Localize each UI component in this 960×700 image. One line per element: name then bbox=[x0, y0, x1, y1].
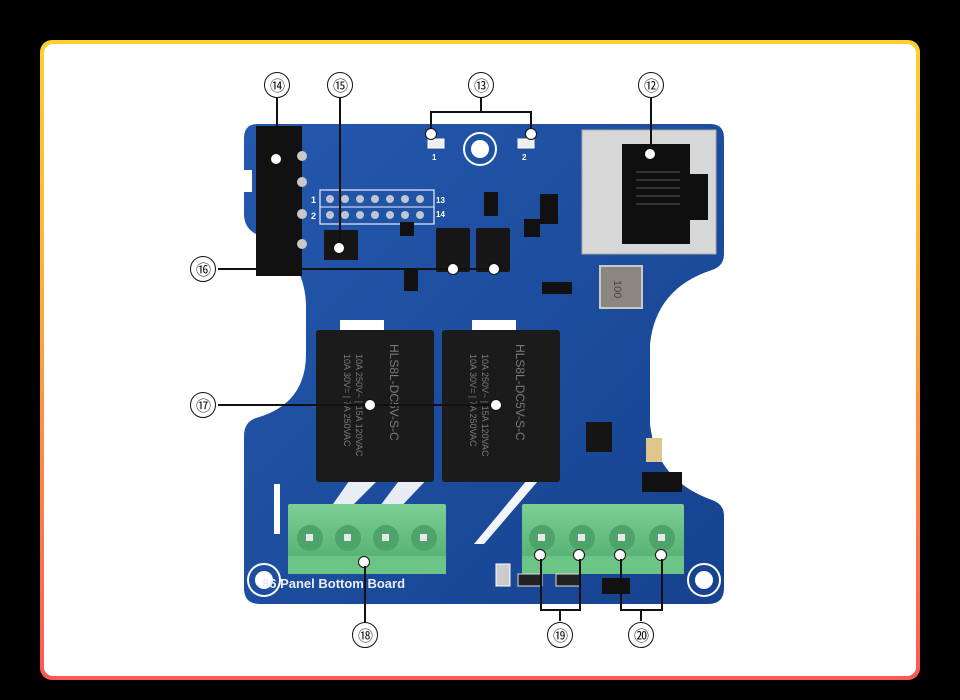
callout-20: ⑳ bbox=[628, 622, 654, 648]
svg-text:HLS8L-DC5V-S-C: HLS8L-DC5V-S-C bbox=[513, 344, 527, 441]
callout-17-dot-1 bbox=[364, 399, 376, 411]
frame-content: 1 2 13 14 1 2 bbox=[44, 44, 916, 676]
svg-text:1: 1 bbox=[432, 153, 437, 162]
callout-16-line bbox=[218, 268, 496, 270]
callout-12-line bbox=[650, 98, 652, 152]
callout-18: ⑱ bbox=[352, 622, 378, 648]
svg-text:1: 1 bbox=[311, 195, 316, 205]
callout-12-dot bbox=[644, 148, 656, 160]
callout-16-dot-1 bbox=[447, 263, 459, 275]
callout-19-left bbox=[540, 559, 542, 611]
callout-17-dot-2 bbox=[490, 399, 502, 411]
callout-15-dot bbox=[333, 242, 345, 254]
callout-14-dot bbox=[270, 153, 282, 165]
svg-text:13: 13 bbox=[436, 196, 445, 205]
callout-12: ⑫ bbox=[638, 72, 664, 98]
callout-20-left bbox=[620, 559, 622, 611]
callout-18-line bbox=[364, 566, 366, 622]
svg-text:10A 30V= | 7A 250VAC: 10A 30V= | 7A 250VAC bbox=[342, 354, 352, 447]
callout-13: ⑬ bbox=[468, 72, 494, 98]
callout-19-right bbox=[579, 559, 581, 611]
svg-text:HLS8L-DC5V-S-C: HLS8L-DC5V-S-C bbox=[387, 344, 401, 441]
callout-13-bar bbox=[430, 111, 532, 113]
svg-text:100: 100 bbox=[611, 280, 623, 298]
callout-13-stem bbox=[480, 98, 482, 112]
svg-text:10A 30V= | 7A 250VAC: 10A 30V= | 7A 250VAC bbox=[468, 354, 478, 447]
image-frame: 1 2 13 14 1 2 bbox=[40, 40, 920, 680]
callout-17: ⑰ bbox=[190, 392, 216, 418]
callout-20-stem bbox=[640, 609, 642, 621]
callout-15-line bbox=[339, 98, 341, 246]
callout-13-left bbox=[430, 111, 432, 131]
callout-17-line bbox=[218, 404, 498, 406]
callout-19: ⑲ bbox=[547, 622, 573, 648]
black-connector bbox=[256, 126, 302, 276]
pcb-board: 1 2 13 14 1 2 bbox=[240, 124, 724, 604]
svg-text:14: 14 bbox=[436, 210, 445, 219]
callout-15: ⑮ bbox=[327, 72, 353, 98]
callout-13-right bbox=[530, 111, 532, 131]
callout-14: ⑭ bbox=[264, 72, 290, 98]
callout-14-line bbox=[276, 98, 278, 158]
callout-16: ⑯ bbox=[190, 256, 216, 282]
callout-16-dot-2 bbox=[488, 263, 500, 275]
callout-19-stem bbox=[559, 609, 561, 621]
svg-text:2: 2 bbox=[311, 211, 316, 221]
board-label: 86 Panel Bottom Board bbox=[262, 576, 406, 591]
callout-13-dot-1 bbox=[425, 128, 437, 140]
svg-text:2: 2 bbox=[522, 153, 527, 162]
callout-20-right bbox=[661, 559, 663, 611]
callout-13-dot-2 bbox=[525, 128, 537, 140]
